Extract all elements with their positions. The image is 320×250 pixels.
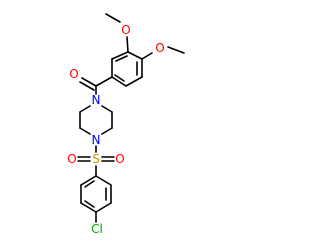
bond-pip-f xyxy=(79,105,91,113)
bond-ring2-c xyxy=(95,202,112,213)
bond-ring2-inner-3 xyxy=(84,180,95,188)
bond-o-top-ring xyxy=(126,36,129,53)
atom-methoxy-o-top: O xyxy=(121,23,130,37)
bond-ring2-d xyxy=(80,202,97,213)
bond-pip-a xyxy=(101,105,113,113)
atom-sulfonyl-o-left: O xyxy=(67,152,76,166)
bond-pip-c xyxy=(101,127,113,135)
bond-ring2-f xyxy=(80,175,97,186)
atom-methoxy-o-right: O xyxy=(155,41,164,55)
bond-pip-d xyxy=(79,127,91,135)
bond-o-right-ring xyxy=(141,52,153,60)
bond-ring2-inner-2 xyxy=(84,200,95,208)
bond-ring1-inner-2 xyxy=(114,74,125,82)
bond-layer xyxy=(77,13,185,223)
molecule-canvas: O O O N N S O O Cl xyxy=(67,13,185,236)
bond-ring1-inner-3 xyxy=(115,55,128,62)
bond-top-methyl xyxy=(105,13,121,23)
atom-sulfur: S xyxy=(92,152,100,166)
bond-ring-carbonyl xyxy=(95,76,113,87)
bond-ring2-a xyxy=(95,175,112,186)
bond-right-methyl xyxy=(167,46,185,54)
bond-carbonyl-double-2 xyxy=(79,81,95,91)
atom-sulfonyl-o-right: O xyxy=(115,152,124,166)
bond-ring1-a xyxy=(127,51,143,60)
atom-chlorine: Cl xyxy=(91,222,103,236)
bond-carbonyl-double-1 xyxy=(81,77,97,87)
atom-piperazine-n-top: N xyxy=(92,93,101,107)
atom-carbonyl-o: O xyxy=(69,67,78,81)
bond-ring1-f xyxy=(111,51,129,60)
molecule-structure-diagram: O O O N N S O O Cl xyxy=(67,13,185,236)
bond-ring1-c xyxy=(125,76,143,87)
bond-ring1-d xyxy=(111,76,127,87)
atom-label-layer: O O O N N S O O Cl xyxy=(67,23,164,236)
atom-piperazine-n-bottom: N xyxy=(92,133,101,147)
